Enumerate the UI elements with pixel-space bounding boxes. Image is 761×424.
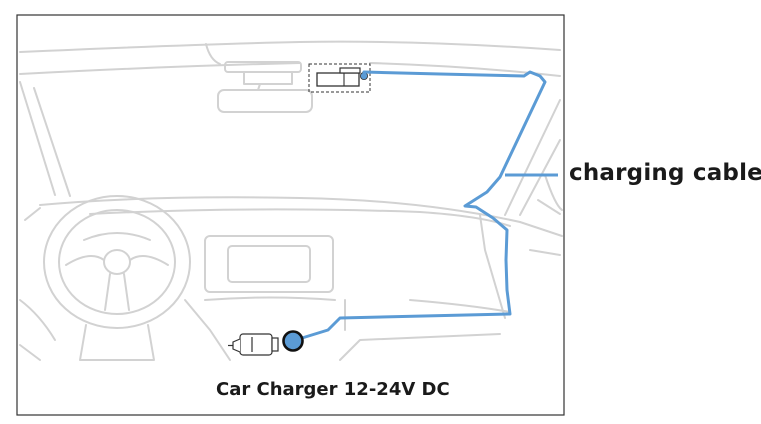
dash-cam	[308, 63, 371, 93]
car-charger	[228, 330, 304, 356]
car-interior-outline	[19, 40, 563, 361]
charging-cable	[300, 70, 547, 340]
dash-cam-highlight-box	[308, 63, 371, 93]
car-charger-label: Car Charger 12-24V DC	[216, 379, 450, 400]
diagram-frame	[16, 14, 565, 416]
charger-port	[282, 330, 304, 352]
charging-cable-label: charging cable	[569, 160, 761, 186]
